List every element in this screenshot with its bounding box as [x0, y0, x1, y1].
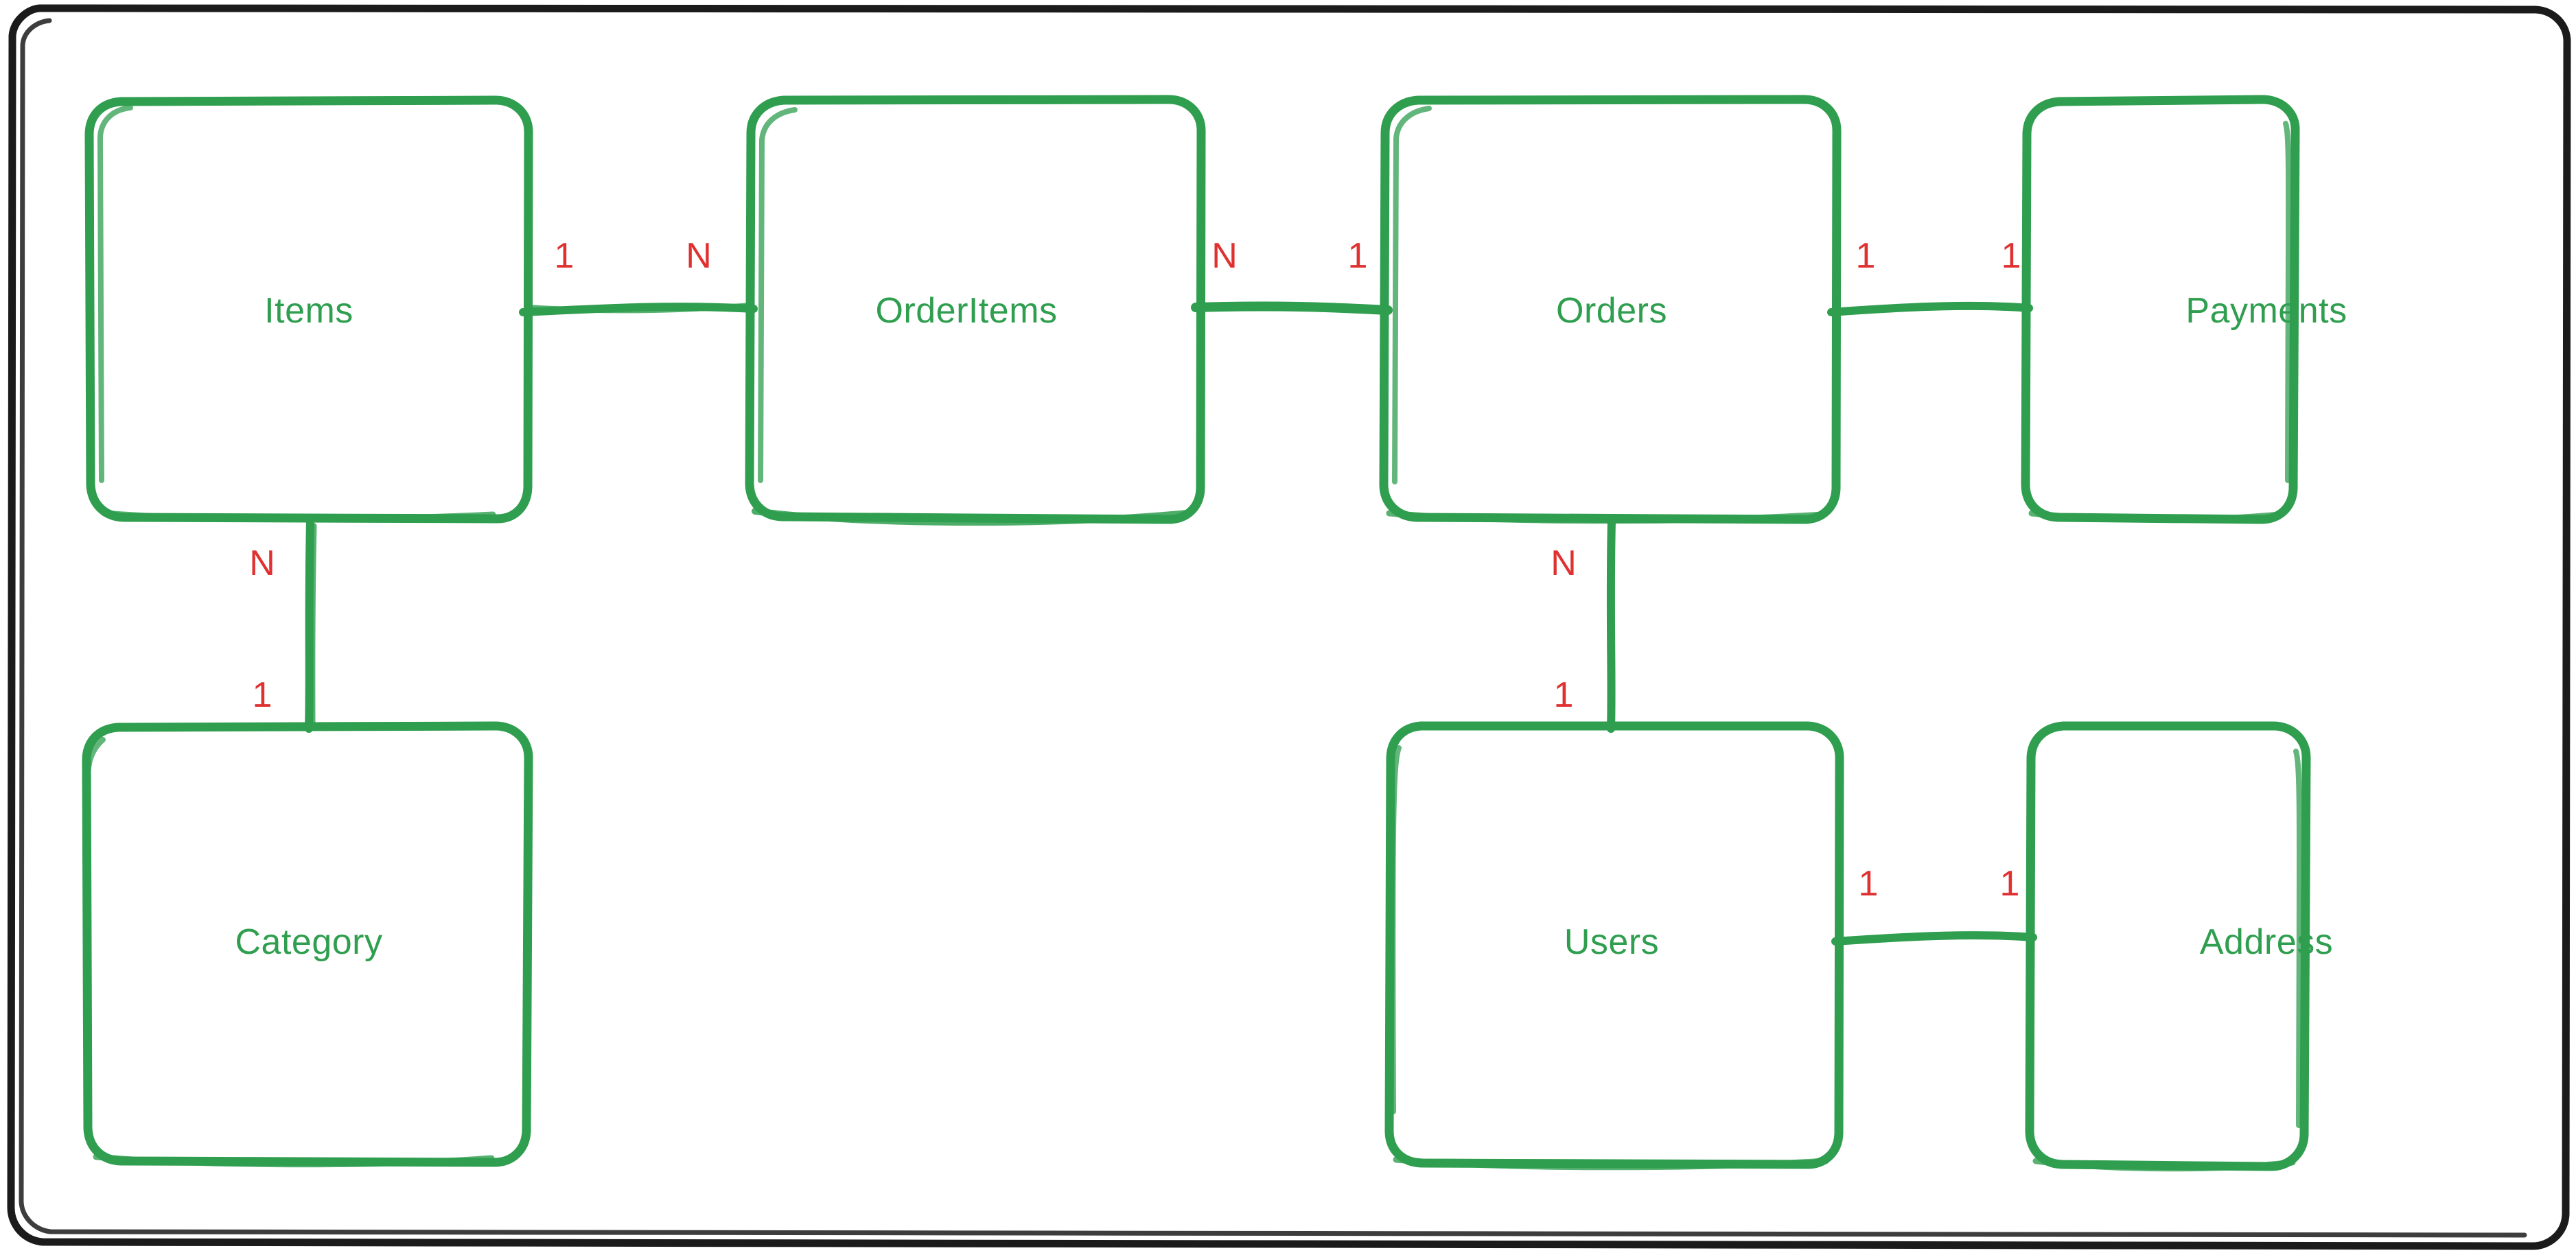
connector-orderitems-orders	[1191, 301, 1393, 315]
cardinality-users-address-left: 1	[1859, 864, 1879, 904]
entity-label-category: Category	[235, 922, 383, 962]
entity-box-payments[interactable]	[2021, 95, 2300, 524]
connector-items-category	[305, 517, 314, 733]
entity-box-orders[interactable]	[1379, 95, 1842, 524]
connector-items-orderitems-2	[524, 303, 754, 314]
entity-box-address[interactable]	[2025, 721, 2311, 1172]
entity-box-orderitems[interactable]	[745, 95, 1206, 526]
cardinality-orders-users-top: N	[1551, 543, 1577, 583]
cardinality-users-address-right: 1	[2000, 864, 2020, 904]
cardinality-orders-payments-left: 1	[1856, 236, 1876, 276]
cardinality-orderitems-orders-left: N	[1211, 236, 1238, 276]
cardinality-orders-users-bottom: 1	[1554, 675, 1574, 715]
entity-label-orderitems: OrderItems	[875, 291, 1057, 331]
entity-label-items: Items	[264, 291, 353, 331]
cardinality-items-orderitems-left: 1	[555, 236, 575, 276]
cardinality-orders-payments-right: 1	[2001, 236, 2021, 276]
entity-label-orders: Orders	[1556, 291, 1667, 331]
relationship-connectors	[305, 301, 2037, 946]
entity-label-users: Users	[1564, 922, 1659, 962]
entity-box-items[interactable]	[84, 95, 533, 524]
entity-box-category[interactable]	[82, 721, 533, 1168]
connector-users-address	[1831, 931, 2037, 946]
entity-box-users[interactable]	[1384, 721, 1844, 1171]
entity-label-payments: Payments	[2185, 291, 2347, 331]
entity-label-address: Address	[2200, 922, 2333, 962]
connector-orders-users	[1606, 516, 1616, 733]
cardinality-orderitems-orders-right: 1	[1348, 236, 1368, 276]
cardinality-items-category-bottom: 1	[253, 675, 272, 715]
connector-orders-payments	[1827, 301, 2033, 316]
cardinality-items-category-top: N	[249, 543, 275, 583]
outer-frame	[7, 4, 2571, 1250]
cardinality-items-orderitems-right: N	[686, 236, 712, 276]
connector-items-category-2	[310, 523, 317, 729]
